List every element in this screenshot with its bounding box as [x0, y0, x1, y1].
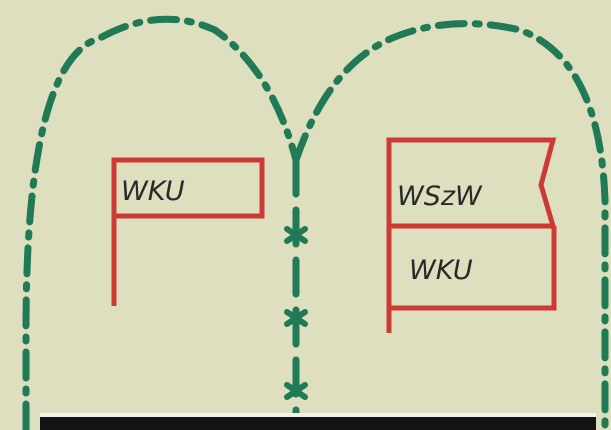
- cross-marker: [284, 382, 308, 400]
- boundary-lines: [22, 15, 609, 430]
- flag-pole: [386, 137, 557, 333]
- flag-symbol-right: WSzW WKU: [386, 137, 557, 333]
- flag-lower-panel: [389, 226, 557, 311]
- bottom-black-bar: [40, 413, 596, 430]
- cross-marker: [284, 309, 308, 327]
- flag-pole: [111, 157, 265, 306]
- flag-label-wszw: WSzW: [397, 181, 483, 212]
- flag-label-wku-right: WKU: [409, 255, 473, 286]
- flag-label-wku-left: WKU: [121, 176, 185, 207]
- boundary-cross-markers: [284, 226, 308, 400]
- flag-symbol-left: WKU: [111, 157, 265, 306]
- boundary-left-arch: [22, 15, 300, 430]
- boundary-right-arch: [292, 20, 609, 430]
- cross-marker: [284, 226, 308, 244]
